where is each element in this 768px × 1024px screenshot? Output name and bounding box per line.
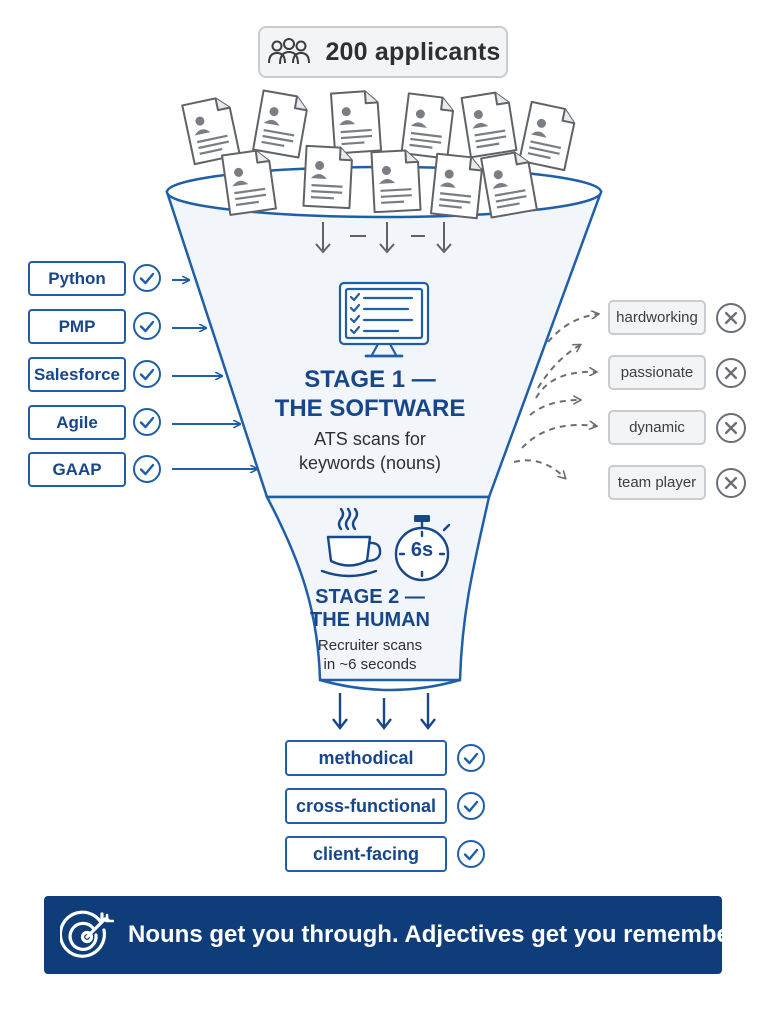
keyword-arrows <box>172 280 257 469</box>
stage1-title-line1: STAGE 1 — <box>304 366 436 393</box>
keyword-salesforce: Salesforce <box>28 357 126 392</box>
check-icon <box>133 360 161 388</box>
adjective-hardworking: hardworking <box>608 300 706 335</box>
takeaway-banner: Nouns get you through. Adjectives get yo… <box>44 896 768 974</box>
output-arrows <box>332 693 436 730</box>
cross-icon <box>716 303 746 333</box>
resume-doc-icon <box>329 89 383 155</box>
resume-documents <box>181 89 578 220</box>
stopwatch-icon <box>394 515 451 582</box>
stopwatch-label: 6s <box>410 539 434 561</box>
cross-icon <box>716 413 746 443</box>
funnel-spout <box>319 678 461 692</box>
cross-icon <box>716 468 746 498</box>
result-client-facing: client-facing <box>285 836 447 872</box>
check-icon <box>133 264 161 292</box>
adjective-passionate: passionate <box>608 355 706 390</box>
keyword-pmp: PMP <box>28 309 126 344</box>
stage1-title-line2: THE SOFTWARE <box>274 395 466 422</box>
banner-text: Nouns get you through. Adjectives get yo… <box>128 921 768 948</box>
stage1-desc-line1: ATS scans for <box>314 429 426 449</box>
resume-doc-icon <box>252 89 310 159</box>
resume-doc-icon <box>400 92 456 160</box>
users-icon <box>268 38 311 65</box>
stage2-desc-line2: in ~6 seconds <box>323 656 417 673</box>
cross-icon <box>716 358 746 388</box>
stage1-desc-line2: keywords (nouns) <box>298 453 442 473</box>
resume-doc-icon <box>370 148 422 214</box>
check-icon <box>457 840 485 868</box>
coffee-cup-icon <box>320 507 382 578</box>
checklist-monitor-icon <box>338 281 430 358</box>
resume-doc-icon <box>429 152 485 220</box>
applicants-count: 200 applicants <box>325 37 501 66</box>
keyword-agile: Agile <box>28 405 126 440</box>
resume-doc-icon <box>460 89 518 159</box>
check-icon <box>457 792 485 820</box>
stage2-title-line2: THE HUMAN <box>310 609 430 631</box>
keyword-gaap: GAAP <box>28 452 126 487</box>
resume-doc-icon <box>302 144 354 210</box>
adjective-dynamic: dynamic <box>608 410 706 445</box>
check-icon <box>133 455 161 483</box>
applicants-badge: 200 applicants <box>258 26 508 78</box>
check-icon <box>133 408 161 436</box>
check-icon <box>133 312 161 340</box>
target-icon <box>60 910 114 958</box>
resume-doc-icon <box>518 100 578 172</box>
resume-doc-icon <box>220 147 278 217</box>
adjective-team-player: team player <box>608 465 706 500</box>
rejection-arrows <box>513 314 598 478</box>
check-icon <box>457 744 485 772</box>
stage2-desc-line1: Recruiter scans <box>317 637 423 654</box>
result-methodical: methodical <box>285 740 447 776</box>
stage2-title-line1: STAGE 2 — <box>315 586 425 608</box>
keyword-python: Python <box>28 261 126 296</box>
intake-arrows <box>315 222 452 254</box>
result-cross-functional: cross-functional <box>285 788 447 824</box>
